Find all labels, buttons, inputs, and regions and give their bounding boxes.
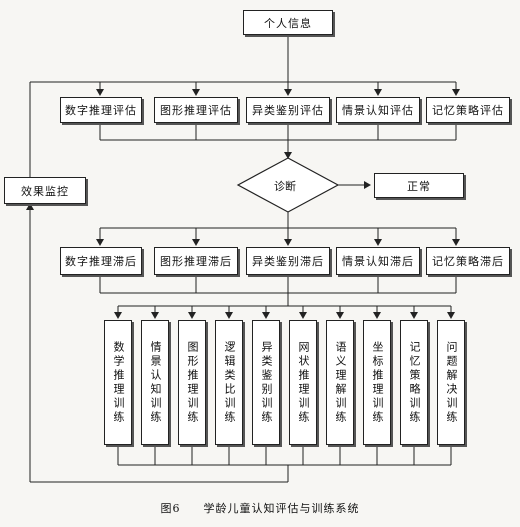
training-box-5: 网状推理训练 [289, 320, 317, 445]
training-box-4: 异类鉴别训练 [252, 320, 280, 445]
assessment-label: 数字推理评估 [65, 104, 137, 117]
lag-box-4: 记忆策略滞后 [426, 247, 510, 275]
assessment-box-0: 数字推理评估 [60, 97, 142, 123]
training-label: 图形推理训练 [186, 340, 199, 425]
normal-box: 正常 [374, 173, 464, 198]
assessment-label: 记忆策略评估 [432, 104, 504, 117]
assessment-box-2: 异类鉴别评估 [246, 97, 330, 123]
lag-box-0: 数字推理滞后 [60, 247, 142, 275]
lag-label: 图形推理滞后 [160, 255, 232, 268]
training-label: 记忆策略训练 [408, 340, 421, 425]
training-label: 异类鉴别训练 [260, 340, 273, 425]
training-box-9: 问题解决训练 [437, 320, 465, 445]
effect-monitor-label: 效果监控 [21, 184, 69, 198]
lag-label: 记忆策略滞后 [432, 255, 504, 268]
lag-box-2: 异类鉴别滞后 [246, 247, 330, 275]
lag-label: 异类鉴别滞后 [252, 255, 324, 268]
lag-label: 数字推理滞后 [65, 255, 137, 268]
assessment-box-3: 情景认知评估 [336, 97, 420, 123]
assessment-label: 图形推理评估 [160, 104, 232, 117]
lag-box-3: 情景认知滞后 [336, 247, 420, 275]
training-box-3: 逻辑类比训练 [215, 320, 243, 445]
assessment-box-4: 记忆策略评估 [426, 97, 510, 123]
personal-info-label: 个人信息 [264, 16, 312, 30]
training-box-2: 图形推理训练 [178, 320, 206, 445]
training-label: 语义理解训练 [334, 340, 347, 425]
personal-info-box: 个人信息 [243, 10, 333, 35]
training-box-7: 坐标推理训练 [363, 320, 391, 445]
training-label: 数学推理训练 [112, 340, 125, 425]
assessment-label: 异类鉴别评估 [252, 104, 324, 117]
training-label: 网状推理训练 [297, 340, 310, 425]
training-label: 坐标推理训练 [371, 340, 384, 425]
figure-caption: 图6 学龄儿童认知评估与训练系统 [0, 500, 520, 516]
diagnosis-diamond [236, 157, 340, 213]
training-box-8: 记忆策略训练 [400, 320, 428, 445]
lag-box-1: 图形推理滞后 [154, 247, 238, 275]
training-label: 情景认知训练 [149, 340, 162, 425]
figure-title: 学龄儿童认知评估与训练系统 [203, 502, 360, 515]
training-box-0: 数学推理训练 [104, 320, 132, 445]
assessment-box-1: 图形推理评估 [154, 97, 238, 123]
training-box-6: 语义理解训练 [326, 320, 354, 445]
diagnosis-label: 诊断 [274, 180, 296, 193]
figure-number: 图6 [160, 502, 181, 515]
training-label: 逻辑类比训练 [223, 340, 236, 425]
normal-label: 正常 [407, 179, 431, 193]
effect-monitor-box: 效果监控 [4, 177, 86, 204]
training-label: 问题解决训练 [445, 340, 458, 425]
lag-label: 情景认知滞后 [342, 255, 414, 268]
assessment-label: 情景认知评估 [342, 104, 414, 117]
training-box-1: 情景认知训练 [141, 320, 169, 445]
